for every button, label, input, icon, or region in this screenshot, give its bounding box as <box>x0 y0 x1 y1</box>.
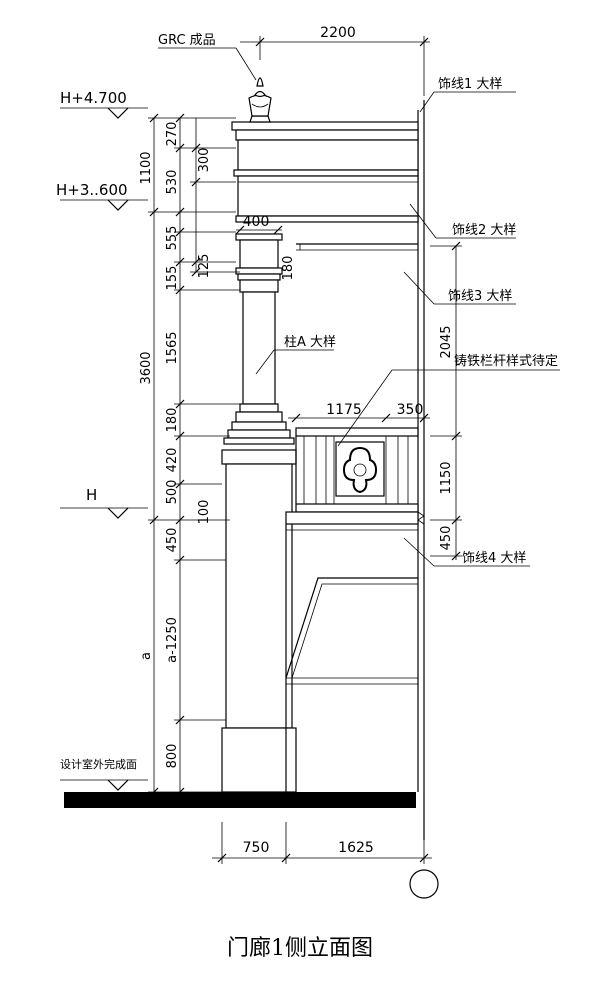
cast-iron-railing <box>295 427 419 513</box>
callout-railing: 铸铁栏杆样式待定 <box>454 353 558 369</box>
callout-column-a: 柱A 大样 <box>284 335 336 350</box>
dim-a-1250: a-1250 <box>165 617 180 663</box>
dim-420: 420 <box>165 448 180 473</box>
drawing-title: 门廊1侧立面图 <box>227 936 373 961</box>
dim-500: 500 <box>165 480 180 505</box>
dim-270: 270 <box>165 122 180 147</box>
dim-2200: 2200 <box>320 25 356 41</box>
railing-ornament <box>342 446 378 494</box>
dim-450-left: 450 <box>165 528 180 553</box>
callout-line-4: 饰线4 大样 <box>462 551 526 566</box>
grc-finial <box>248 77 272 123</box>
column-a <box>221 233 297 793</box>
callout-line-2: 饰线2 大样 <box>452 223 516 238</box>
dim-155: 155 <box>165 266 180 291</box>
dim-2045: 2045 <box>439 325 454 358</box>
callout-line-3: 饰线3 大样 <box>448 289 512 304</box>
level-top: H+4.700 <box>60 89 127 107</box>
dim-450-right: 450 <box>439 526 454 551</box>
level-ground: 设计室外完成面 <box>60 757 137 771</box>
dim-125: 125 <box>197 254 212 279</box>
callout-grc: GRC 成品 <box>158 33 216 48</box>
ground-slab <box>64 792 416 808</box>
level-markers: H+4.700 H+3..600 H 设计室外完成面 <box>56 89 148 791</box>
callouts: GRC 成品 饰线1 大样 饰线2 大样 饰线3 大样 柱A 大样 铸铁栏杆样式… <box>158 33 560 567</box>
dim-1100: 1100 <box>139 151 154 184</box>
cornice-line-3 <box>296 243 418 251</box>
right-dimensions: 2045 1150 450 <box>430 241 462 561</box>
grid-axis-bubble <box>409 869 439 899</box>
dim-1565: 1565 <box>165 331 180 364</box>
callout-line-1: 饰线1 大样 <box>438 77 502 92</box>
building-wall <box>417 100 425 840</box>
dim-555: 555 <box>165 226 180 251</box>
bottom-dimensions: 750 1625 <box>212 822 439 899</box>
dim-300: 300 <box>197 148 212 173</box>
dim-350: 350 <box>397 402 424 418</box>
dim-1150: 1150 <box>439 461 454 494</box>
dim-180-left: 180 <box>165 408 180 433</box>
top-dimensions: 2200 400 1175 350 <box>235 25 430 423</box>
dim-400: 400 <box>243 214 270 230</box>
dim-800: 800 <box>165 744 180 769</box>
left-dimension-labels: 1100 3600 a 270 530 555 155 1565 180 420… <box>139 122 296 769</box>
dim-750: 750 <box>243 840 270 856</box>
dim-1175: 1175 <box>326 402 362 418</box>
entablature <box>231 121 419 223</box>
left-dimension-chains <box>148 113 240 797</box>
dim-3600: 3600 <box>139 351 154 384</box>
lower-porch-wall <box>285 511 419 792</box>
dim-180-small: 180 <box>281 256 296 281</box>
dim-1625: 1625 <box>338 840 374 856</box>
dim-530: 530 <box>165 170 180 195</box>
dim-100: 100 <box>197 500 212 525</box>
dim-a: a <box>139 652 154 660</box>
level-base: H <box>86 486 97 504</box>
level-mid: H+3..600 <box>56 181 128 199</box>
